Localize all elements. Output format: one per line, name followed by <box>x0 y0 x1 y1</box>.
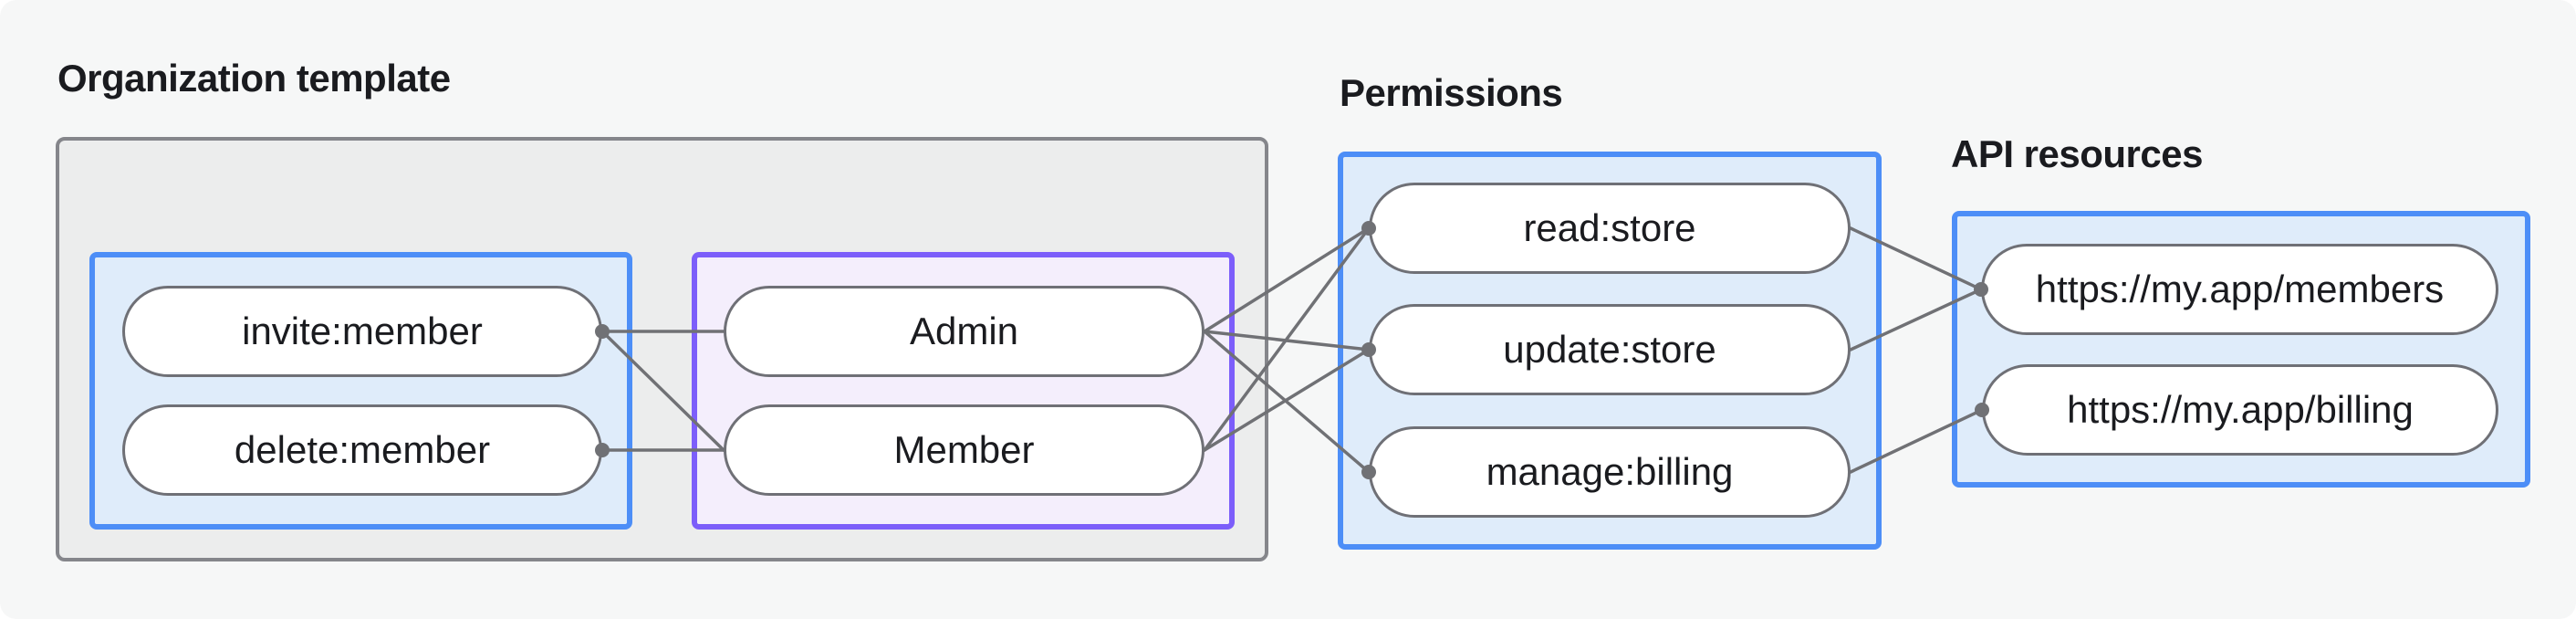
api-resources-heading: API resources <box>1951 132 2203 175</box>
permissions-heading: Permissions <box>1340 71 1563 114</box>
organization-template-heading: Organization template <box>57 57 451 100</box>
pill-delete-member-label: delete:member <box>234 428 491 471</box>
pill-api-billing: https://my.app/billing <box>1982 364 2498 456</box>
pill-admin-label: Admin <box>909 310 1019 352</box>
pill-invite-member-label: invite:member <box>242 310 483 352</box>
pill-delete-member: delete:member <box>122 404 602 496</box>
pill-member: Member <box>724 404 1205 496</box>
pill-update-store-label: update:store <box>1503 328 1716 371</box>
pill-api-members-label: https://my.app/members <box>2035 268 2445 310</box>
pill-update-store: update:store <box>1369 304 1851 395</box>
pill-read-store-label: read:store <box>1523 206 1696 249</box>
pill-admin: Admin <box>724 286 1205 377</box>
pill-invite-member: invite:member <box>122 286 602 377</box>
pill-api-billing-label: https://my.app/billing <box>2067 388 2414 431</box>
pill-manage-billing: manage:billing <box>1369 426 1851 518</box>
pill-api-members: https://my.app/members <box>1981 244 2498 335</box>
pill-read-store: read:store <box>1369 183 1851 274</box>
pill-member-label: Member <box>893 428 1035 471</box>
pill-manage-billing-label: manage:billing <box>1486 450 1734 493</box>
